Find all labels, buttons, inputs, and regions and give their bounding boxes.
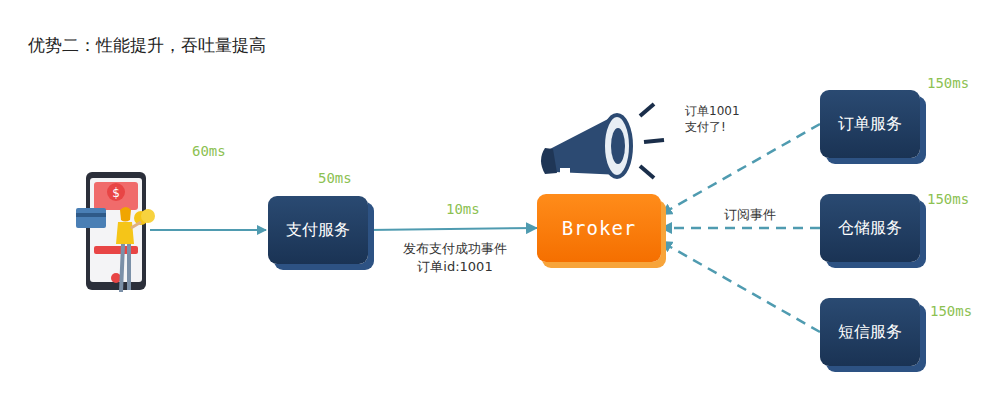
dollar-sign: $ <box>112 186 120 200</box>
node-text: 短信服务 <box>838 322 902 343</box>
timing-label: 50ms <box>318 170 352 186</box>
service-box: 仓储服务 <box>820 194 920 262</box>
broker-box: Broker <box>537 194 661 262</box>
node-text: 仓储服务 <box>838 218 902 239</box>
timing-label: 150ms <box>927 191 969 207</box>
diagram-title: 优势二：性能提升，吞吐量提高 <box>28 34 266 57</box>
node-text: 支付服务 <box>286 220 350 241</box>
megaphone-icon <box>541 104 664 178</box>
subscribe-connector <box>661 227 820 230</box>
subscribe-connector <box>661 242 820 332</box>
callout-text: 订单1001 支付了! <box>685 103 749 135</box>
service-box: 短信服务 <box>820 298 920 366</box>
timing-label: 10ms <box>446 201 480 217</box>
publish-connector <box>368 228 537 230</box>
service-box: 订单服务 <box>820 90 920 158</box>
phone-illustration: $ <box>76 172 266 292</box>
edge-label: 订阅事件 <box>722 206 778 224</box>
node-text: 订单服务 <box>838 114 902 135</box>
timing-label: 150ms <box>930 303 972 319</box>
timing-label: 150ms <box>927 75 969 91</box>
timing-label: 60ms <box>192 143 226 159</box>
service-box: 支付服务 <box>268 196 368 264</box>
subscribe-connector <box>661 124 820 214</box>
edge-label: 发布支付成功事件 订单id:1001 <box>395 240 515 275</box>
node-text: Broker <box>562 217 637 239</box>
